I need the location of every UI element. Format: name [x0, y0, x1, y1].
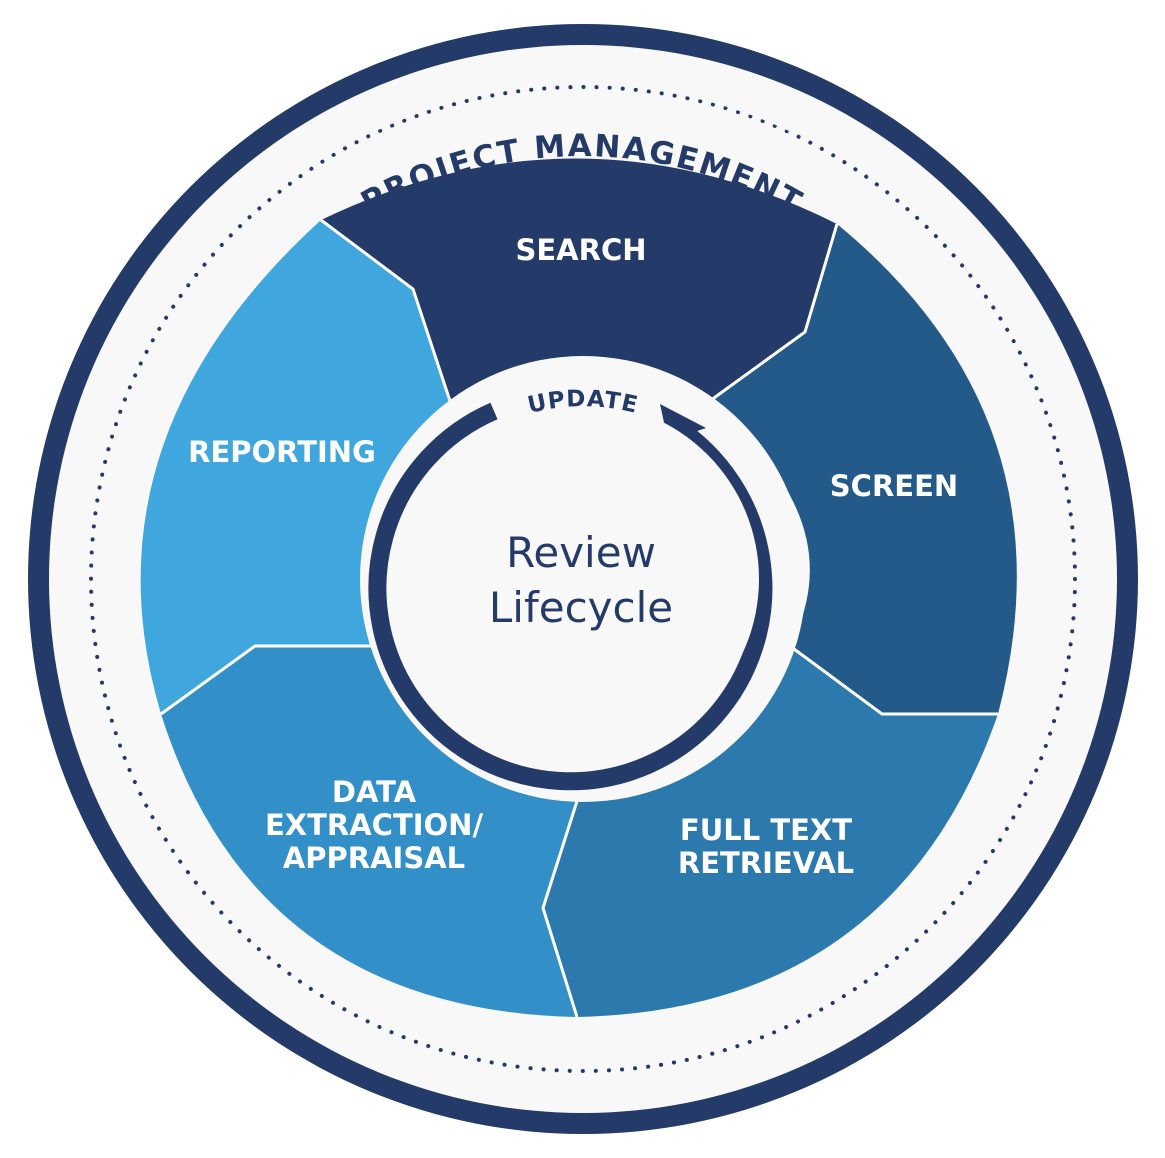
dotted-ring: [89, 85, 1077, 1073]
segment-full-text-retrieval[interactable]: [543, 646, 998, 1017]
data-extraction-label-line2: EXTRACTION/: [265, 808, 484, 842]
segment-dividers: [160, 218, 998, 1018]
center-title-line1: Review: [506, 528, 656, 577]
lifecycle-segments: [140, 158, 1017, 1017]
center-disc: [407, 403, 759, 755]
data-extraction-label-line3: APPRAISAL: [283, 841, 465, 875]
full-text-retrieval-label-line2: RETRIEVAL: [678, 846, 854, 880]
center-title-line2: Lifecycle: [489, 583, 673, 632]
search-label: SEARCH: [515, 233, 646, 267]
screen-label: SCREEN: [830, 469, 958, 503]
segment-data-extraction-appraisal[interactable]: [161, 646, 578, 1017]
reporting-label: REPORTING: [188, 435, 376, 469]
data-extraction-label-line1: DATA: [332, 775, 417, 809]
segment-search[interactable]: [321, 158, 837, 404]
segment-reporting[interactable]: [140, 220, 452, 714]
segment-screen[interactable]: [707, 224, 1017, 714]
full-text-retrieval-label-line1: FULL TEXT: [680, 813, 852, 847]
ring-label-gap: [366, 68, 799, 133]
update-arrow-ring: [368, 402, 773, 791]
